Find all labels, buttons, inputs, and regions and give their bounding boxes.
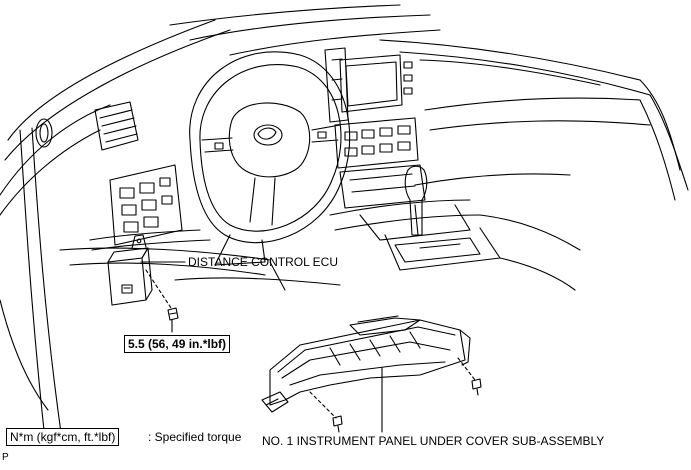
under-cover-label: NO. 1 INSTRUMENT PANEL UNDER COVER SUB-A… [262, 434, 605, 448]
a-pillar [0, 19, 231, 441]
ecu-label: DISTANCE CONTROL ECU [188, 255, 339, 269]
lower-dash [59, 247, 341, 291]
cover-screw-left [332, 415, 343, 433]
cover-screw-right [471, 378, 482, 396]
left-vent [94, 101, 139, 151]
ecu-bolt [167, 307, 179, 321]
under-cover-assembly [261, 315, 471, 413]
right-dash [414, 59, 676, 201]
torque-spec-box: 5.5 (56, 49 in.*lbf) [124, 335, 231, 353]
center-console [329, 165, 581, 291]
legend-text: : Specified torque [148, 430, 242, 444]
side-air-vent [35, 118, 53, 148]
dashboard-top [169, 4, 689, 191]
ecu-bolt-path [145, 269, 172, 309]
corner-mark: P [2, 452, 9, 463]
center-stack [324, 47, 426, 209]
steering-wheel [189, 51, 351, 266]
cover-screw-path-right [457, 357, 476, 381]
distance-control-ecu [107, 234, 153, 306]
cover-screw-path-left [309, 391, 337, 419]
legend-box: N*m (kgf*cm, ft.*lbf) [6, 428, 120, 446]
left-switch-panel [89, 164, 211, 251]
